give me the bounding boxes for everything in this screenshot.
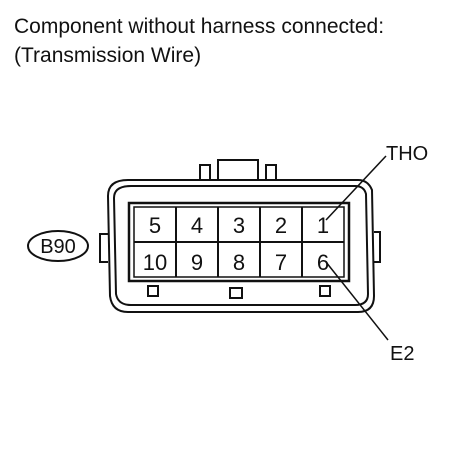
connector-id-oval [27, 230, 89, 262]
connector-bottom-marker-left [147, 285, 159, 297]
connector-top-tab [217, 159, 259, 181]
caption-subtitle: (Transmission Wire) [14, 44, 202, 67]
connector-bottom-marker-right [319, 285, 331, 297]
pin-2: 2 [275, 213, 287, 238]
pin-3: 3 [233, 213, 245, 238]
callout-leader-e2 [325, 261, 389, 341]
pin-4: 4 [191, 213, 203, 238]
connector-top-notch-left [199, 164, 211, 181]
pin-8: 8 [233, 250, 245, 275]
connector-id: B90 [40, 236, 76, 258]
connector-shell-inner [112, 185, 370, 306]
pin-6: 6 [317, 250, 329, 275]
connector-shell-outer [106, 179, 376, 313]
callout-label-tho: THO [386, 143, 428, 165]
pin-9: 9 [191, 250, 203, 275]
callout-label-e2: E2 [390, 343, 414, 365]
callout-leader-tho [325, 155, 387, 221]
terminal-grid-border [127, 201, 351, 283]
pin-7: 7 [275, 250, 287, 275]
connector-bottom-marker-center [229, 287, 243, 299]
connector-top-notch-right [265, 164, 277, 181]
pin-5: 5 [149, 213, 161, 238]
pin-10: 10 [143, 250, 167, 275]
connector-right-tab [374, 231, 381, 263]
connector-left-tab [99, 233, 108, 263]
caption-title: Component without harness connected: [14, 15, 385, 38]
pin-1: 1 [317, 213, 329, 238]
